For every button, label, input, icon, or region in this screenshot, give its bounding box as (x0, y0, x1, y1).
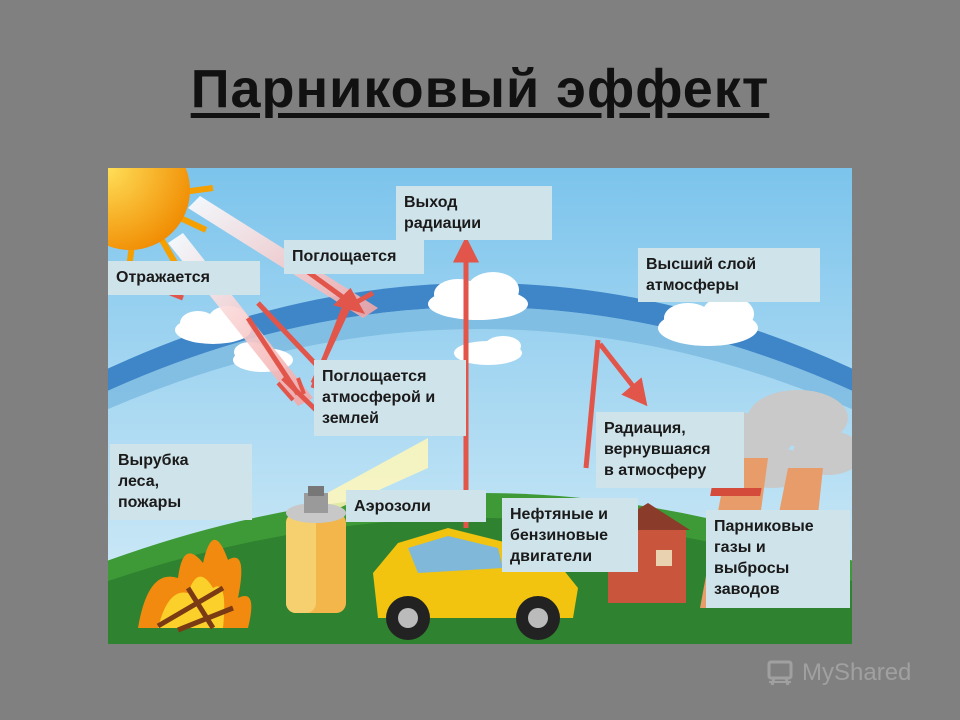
fire-icon (138, 539, 252, 633)
label-deforestation: Вырубка леса, пожары (110, 444, 252, 520)
label-reflected: Отражается (108, 261, 260, 295)
label-upper-atmosphere: Высший слой атмосферы (638, 248, 820, 302)
watermark-text: MyShared (802, 659, 912, 686)
label-engines: Нефтяные и бензиновые двигатели (502, 498, 638, 572)
label-returned-radiation: Радиация, вернувшаяся в атмосферу (596, 412, 744, 488)
label-exit-radiation: Выход радиации (396, 186, 552, 240)
spray-can-icon (286, 438, 428, 613)
label-greenhouse-gases: Парниковые газы и выбросы заводов (706, 510, 850, 608)
arrow-icon (276, 377, 306, 402)
diagram-panel: radiation Выход радиации Поглощается Отр… (108, 168, 852, 644)
watermark-logo-icon (767, 660, 793, 686)
atmosphere-band (108, 283, 852, 391)
diagram-illustration: radiation (108, 168, 852, 644)
sun-icon (108, 168, 214, 277)
watermark: MyShared (766, 656, 911, 690)
label-aerosols: Аэрозоли (346, 490, 486, 522)
label-absorbed-top: Поглощается (284, 240, 424, 274)
label-absorbed-atmosphere: Поглощается атмосферой и землей (314, 360, 466, 436)
page-title: Парниковый эффект (190, 59, 770, 119)
